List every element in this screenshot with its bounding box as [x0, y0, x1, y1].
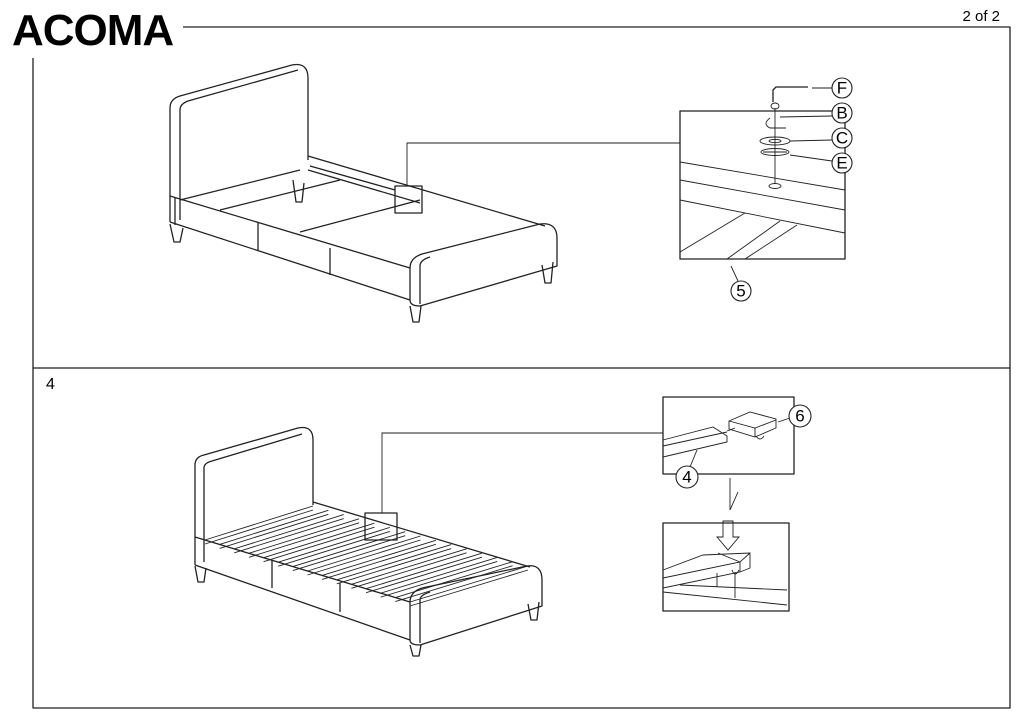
bed-slat: [307, 535, 421, 572]
bed-slat: [380, 556, 498, 594]
label-6: 6: [788, 404, 812, 428]
label-c: C: [831, 127, 853, 149]
brand-title: ACOMA: [12, 6, 178, 56]
bed-slat: [322, 539, 436, 576]
step-number: 4: [46, 376, 55, 393]
bed-slat: [263, 526, 375, 563]
bed-slat: [219, 513, 329, 549]
label-b: B: [831, 102, 853, 124]
bed-slat: [219, 509, 329, 545]
bed-slat: [409, 565, 529, 603]
bed-slats: [204, 505, 529, 607]
bed-slat: [248, 518, 360, 554]
page-frame: [32, 26, 1011, 709]
bed-frame-drawing-top: [169, 63, 680, 323]
slat-holder-detail: 6 4: [662, 396, 812, 511]
svg-text:5: 5: [736, 282, 745, 301]
bed-slat: [234, 514, 344, 550]
svg-text:4: 4: [682, 468, 691, 487]
bed-slat: [278, 526, 390, 563]
bed-slat: [204, 509, 314, 545]
bed-slat: [351, 552, 467, 589]
svg-text:B: B: [836, 104, 847, 123]
bed-frame-drawing-bottom: [194, 426, 663, 657]
bed-slat: [351, 548, 467, 585]
bed-slat: [365, 556, 483, 594]
bed-slat: [204, 505, 314, 541]
bed-slat: [336, 548, 452, 585]
bed-slat: [322, 543, 436, 580]
label-5: 5: [730, 280, 752, 302]
svg-text:C: C: [836, 129, 848, 148]
bed-slat: [292, 531, 406, 568]
bed-slat: [292, 535, 406, 572]
bed-slat: [263, 522, 375, 559]
label-f: F: [831, 77, 853, 99]
svg-text:E: E: [836, 154, 847, 173]
bed-slat: [395, 565, 513, 603]
bed-slat: [278, 530, 390, 567]
bed-slat: [380, 560, 498, 598]
svg-text:6: 6: [795, 407, 804, 426]
label-e: E: [831, 152, 853, 174]
bed-slat: [409, 569, 529, 607]
bed-slat: [307, 539, 421, 576]
bed-slat: [248, 522, 360, 558]
page-indicator: 2 of 2: [962, 8, 1000, 25]
bed-slat: [365, 552, 483, 590]
bed-slat: [234, 518, 344, 554]
svg-text:F: F: [837, 79, 847, 98]
bolt-detail-top: F B C E 5: [679, 77, 853, 302]
slat-insert-detail: [662, 520, 790, 612]
bed-slat: [336, 544, 452, 581]
label-4: 4: [675, 465, 699, 489]
